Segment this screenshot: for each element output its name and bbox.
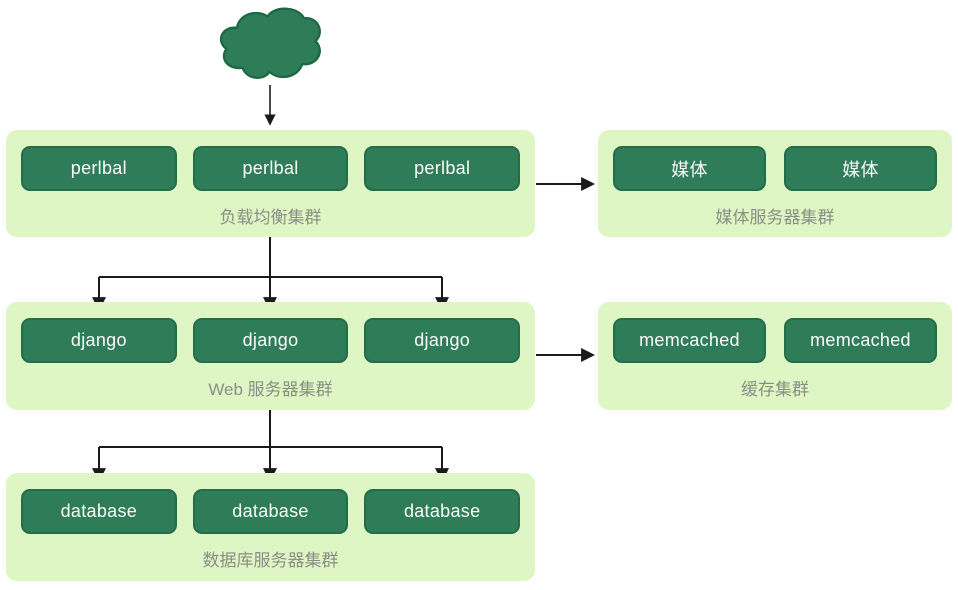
node-perlbal-3: perlbal	[364, 146, 521, 191]
node-row: django django django	[21, 318, 521, 363]
node-django-2: django	[192, 318, 349, 363]
node-media-1: 媒体	[613, 146, 766, 191]
node-database-3: database	[364, 489, 521, 534]
node-row: 媒体 媒体	[613, 146, 937, 191]
cluster-load-balancer: perlbal perlbal perlbal 负载均衡集群	[6, 130, 535, 237]
node-row: perlbal perlbal perlbal	[21, 146, 521, 191]
edge-loadbalancer-to-web	[92, 237, 449, 312]
cluster-web: django django django Web 服务器集群	[6, 302, 535, 410]
node-perlbal-1: perlbal	[21, 146, 177, 191]
edge-web-to-database	[92, 410, 449, 483]
node-django-1: django	[21, 318, 177, 363]
node-database-1: database	[21, 489, 177, 534]
node-memcached-1: memcached	[613, 318, 766, 363]
node-row: database database database	[21, 489, 521, 534]
cluster-caption-cache: 缓存集群	[741, 380, 809, 399]
node-row: memcached memcached	[613, 318, 937, 363]
node-django-3: django	[364, 318, 521, 363]
cluster-caption-database: 数据库服务器集群	[202, 551, 339, 570]
cluster-database: database database database 数据库服务器集群	[6, 473, 535, 581]
node-database-2: database	[192, 489, 349, 534]
node-memcached-2: memcached	[784, 318, 937, 363]
node-media-2: 媒体	[784, 146, 937, 191]
node-perlbal-2: perlbal	[192, 146, 349, 191]
cluster-media: 媒体 媒体 媒体服务器集群	[598, 130, 952, 237]
cluster-cache: memcached memcached 缓存集群	[598, 302, 952, 410]
cluster-caption-media: 媒体服务器集群	[715, 208, 835, 227]
cluster-caption-web: Web 服务器集群	[208, 380, 333, 399]
internet-cloud-icon	[214, 5, 327, 85]
cluster-caption-load-balancer: 负载均衡集群	[219, 208, 322, 227]
cloud-shape	[219, 7, 321, 79]
